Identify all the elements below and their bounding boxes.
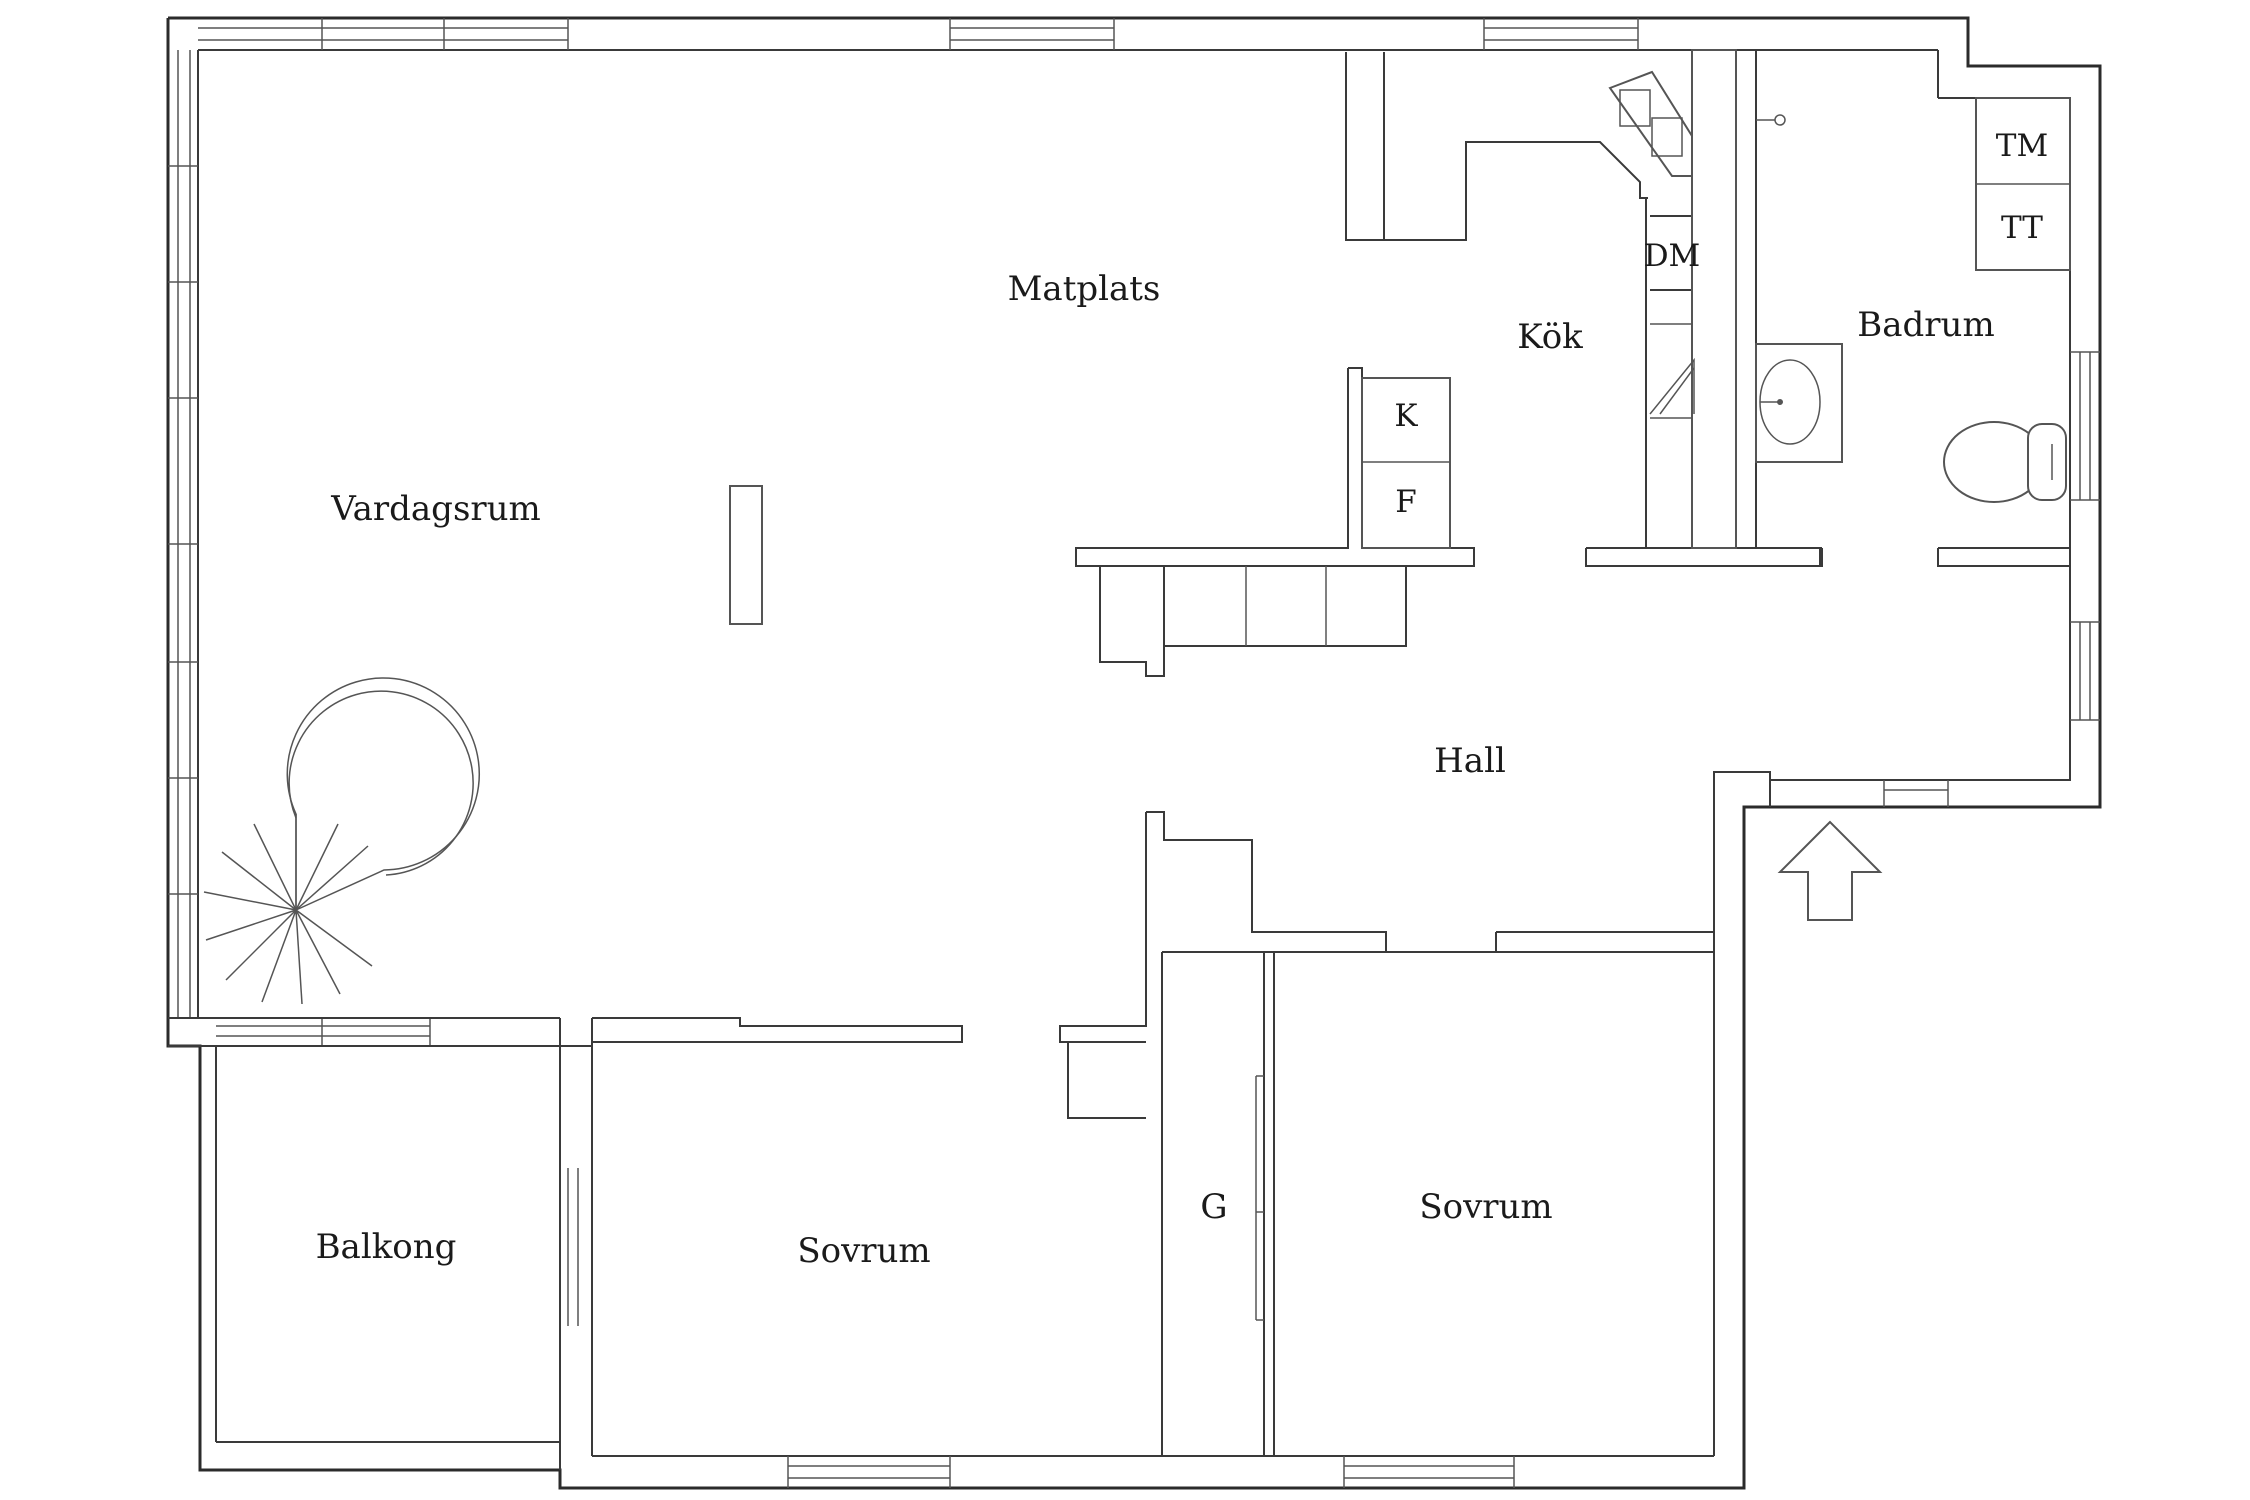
room-label-vardagsrum: Vardagsrum xyxy=(330,489,541,529)
room-label-sovrum-right: Sovrum xyxy=(1419,1187,1552,1227)
appliance-label-tm: TM xyxy=(1996,128,2048,164)
toilet-icon xyxy=(1943,421,2067,503)
shower-head-icon xyxy=(1756,114,1786,126)
room-label-sovrum-left: Sovrum xyxy=(797,1231,930,1271)
appliance-block-kf xyxy=(1361,377,1451,549)
wash-basin-icon xyxy=(1755,343,1843,463)
outer-walls xyxy=(166,16,2102,1490)
windows xyxy=(168,18,2100,1488)
oven-icon xyxy=(1649,357,1695,415)
room-label-badrum: Badrum xyxy=(1857,305,1994,345)
room-label-kok: Kök xyxy=(1517,317,1583,357)
room-label-hall: Hall xyxy=(1434,741,1506,781)
appliance-label-f: F xyxy=(1395,484,1417,520)
room-label-garderob: G xyxy=(1200,1187,1227,1227)
appliance-label-k: K xyxy=(1394,398,1418,434)
pillar xyxy=(729,485,763,625)
kitchen-counter xyxy=(1691,49,1737,549)
kitchen-sink-icon xyxy=(1608,70,1693,177)
spiral-staircase-icon xyxy=(203,677,480,1005)
room-label-balkong: Balkong xyxy=(316,1227,457,1267)
appliance-label-dm: DM xyxy=(1644,238,1701,274)
room-label-matplats: Matplats xyxy=(1008,269,1161,309)
appliance-label-tt: TT xyxy=(2001,210,2043,246)
interior-walls xyxy=(168,49,2071,1470)
entrance-arrow-icon xyxy=(1777,820,1883,921)
